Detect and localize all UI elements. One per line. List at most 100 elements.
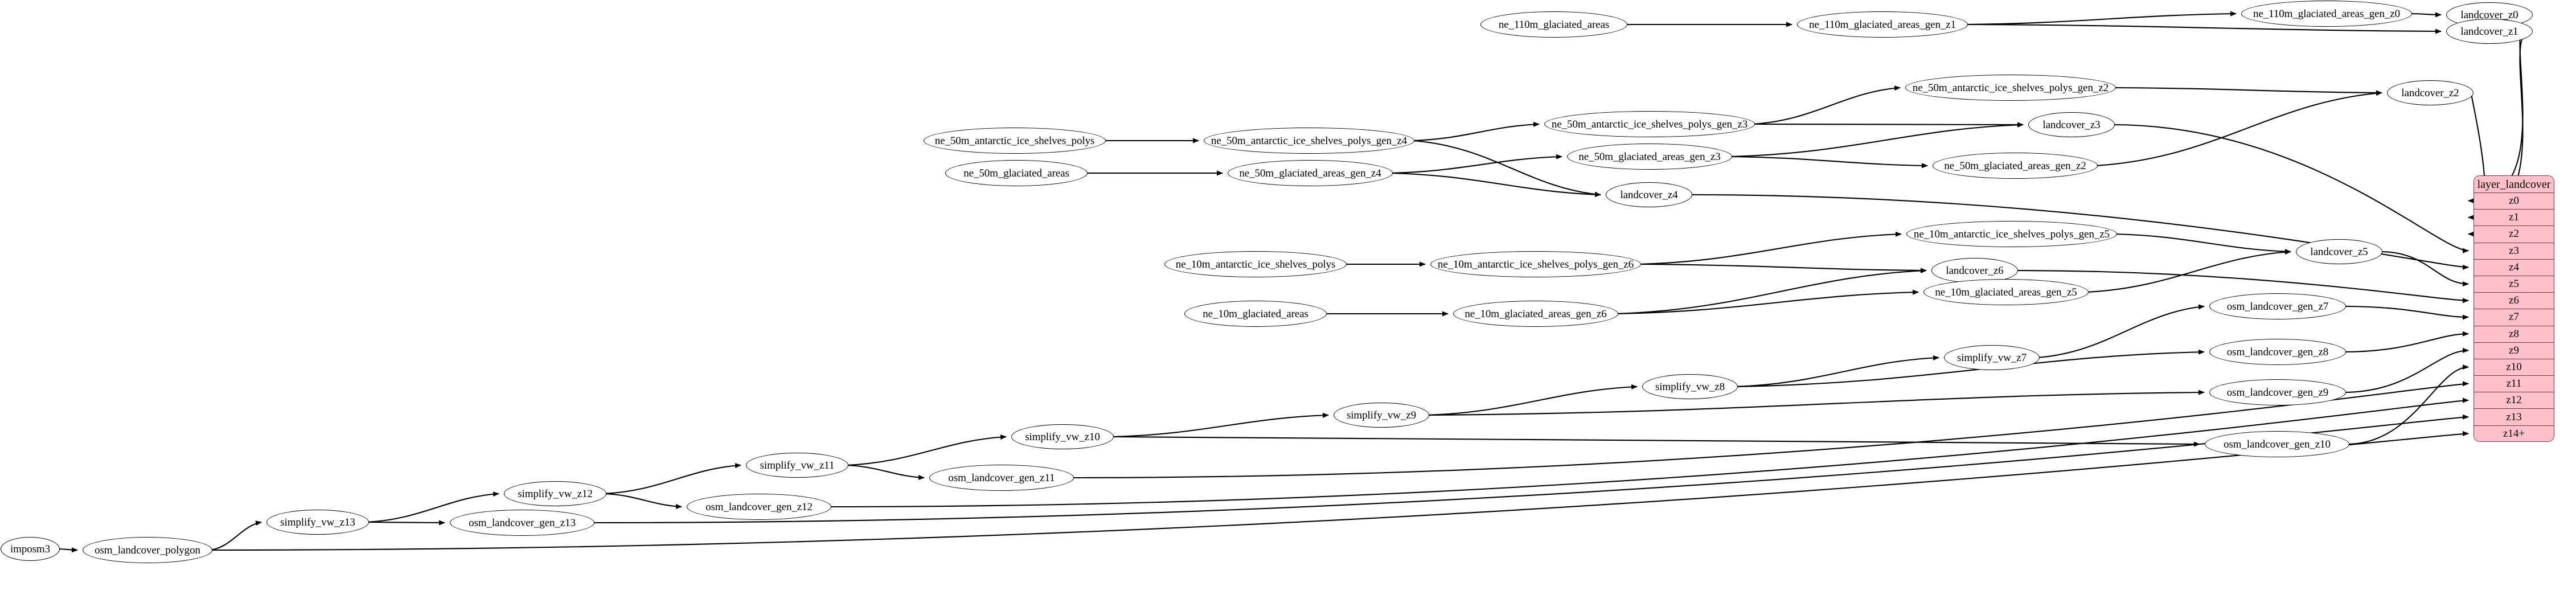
graph-node-label: simplify_vw_z7 [1956,351,2027,364]
graph-node-landcover_z3[interactable]: landcover_z3 [2028,112,2115,137]
graph-edge-ne_50m_glaciated_areas_gen_z3--to--ne_50m_glaciated_areas_gen_z2 [1729,155,1928,169]
graph-edge-simplify_vw_z8--to--simplify_vw_z7 [1735,355,1939,388]
graph-node-ne_10m_antarctic_ice_shelves_polys_gen_z5[interactable]: ne_10m_antarctic_ice_shelves_polys_gen_z… [1906,221,2117,247]
graph-node-label: simplify_vw_z13 [280,516,355,528]
legend-row-z6[interactable]: z6 [2474,293,2554,310]
graph-node-osm_landcover_gen_z9[interactable]: osm_landcover_gen_z9 [2209,379,2346,405]
graph-node-osm_landcover_polygon[interactable]: osm_landcover_polygon [83,537,212,563]
graph-node-osm_landcover_gen_z12[interactable]: osm_landcover_gen_z12 [687,494,831,520]
legend-row-z1[interactable]: z1 [2474,210,2554,227]
graph-edge-ne_110m_glaciated_areas_gen_z1--to--landcover_z1 [1965,23,2442,34]
graph-edge-ne_10m_glaciated_areas_gen_z5--to--landcover_z5 [2086,249,2291,293]
graph-node-simplify_vw_z12[interactable]: simplify_vw_z12 [504,481,606,506]
graph-node-label: ne_110m_glaciated_areas_gen_z0 [2253,7,2400,20]
graph-node-label: osm_landcover_gen_z12 [705,501,813,513]
graph-node-label: ne_10m_glaciated_areas_gen_z6 [1465,307,1607,320]
graph-node-ne_10m_glaciated_areas_gen_z5[interactable]: ne_10m_glaciated_areas_gen_z5 [1923,279,2089,305]
legend-row-z8[interactable]: z8 [2474,326,2554,343]
graph-node-label: landcover_z1 [2460,25,2518,38]
graph-node-ne_50m_antarctic_ice_shelves_polys_gen_z3[interactable]: ne_50m_antarctic_ice_shelves_polys_gen_z… [1544,111,1755,137]
graph-node-ne_110m_glaciated_areas[interactable]: ne_110m_glaciated_areas [1480,11,1627,38]
legend-row-z3[interactable]: z3 [2474,243,2554,260]
graph-node-ne_50m_antarctic_ice_shelves_polys_gen_z4[interactable]: ne_50m_antarctic_ice_shelves_polys_gen_z… [1204,128,1414,154]
graph-node-label: simplify_vw_z10 [1025,430,1100,443]
legend-row-z2[interactable]: z2 [2474,226,2554,243]
graph-node-landcover_z4[interactable]: landcover_z4 [1606,182,1692,207]
legend-row-z13[interactable]: z13 [2474,409,2554,426]
graph-edge-simplify_vw_z10--to--osm_landcover_gen_z10 [1111,436,2200,447]
graph-edge-ne_50m_antarctic_ice_shelves_polys_gen_z3--to--landcover_z3 [1752,122,2024,128]
legend-row-z9[interactable]: z9 [2474,342,2554,359]
graph-node-label: simplify_vw_z9 [1346,409,1417,421]
graph-node-label: landcover_z2 [2401,87,2459,99]
graph-node-label: landcover_z3 [2042,118,2101,131]
graph-edge-osm_landcover_gen_z8--to--layer_landcover.z8 [2343,331,2469,353]
graph-node-osm_landcover_gen_z13[interactable]: osm_landcover_gen_z13 [450,510,594,536]
graph-node-simplify_vw_z8[interactable]: simplify_vw_z8 [1642,374,1738,399]
graph-node-ne_50m_glaciated_areas[interactable]: ne_50m_glaciated_areas [945,160,1088,186]
graph-node-label: ne_10m_antarctic_ice_shelves_polys [1175,258,1336,270]
graph-node-simplify_vw_z10[interactable]: simplify_vw_z10 [1011,424,1114,449]
graph-edge-ne_10m_antarctic_ice_shelves_polys_gen_z6--to--ne_10m_antarctic_ice_shelves_polys_gen_z5 [1638,231,1902,265]
graph-node-osm_landcover_gen_z7[interactable]: osm_landcover_gen_z7 [2209,293,2346,319]
graph-node-landcover_z1[interactable]: landcover_z1 [2446,19,2533,44]
graph-node-ne_10m_glaciated_areas_gen_z6[interactable]: ne_10m_glaciated_areas_gen_z6 [1453,301,1618,327]
graph-node-ne_50m_glaciated_areas_gen_z2[interactable]: ne_50m_glaciated_areas_gen_z2 [1933,153,2098,179]
graph-node-ne_10m_antarctic_ice_shelves_polys[interactable]: ne_10m_antarctic_ice_shelves_polys [1164,251,1347,277]
graph-node-osm_landcover_gen_z11[interactable]: osm_landcover_gen_z11 [929,465,1074,491]
legend-row-z5[interactable]: z5 [2474,276,2554,293]
legend-row-z12[interactable]: z12 [2474,392,2554,409]
graph-edge-simplify_vw_z9--to--simplify_vw_z8 [1426,384,1638,416]
graph-node-label: ne_10m_glaciated_areas_gen_z5 [1935,286,2077,298]
legend-row-z7[interactable]: z7 [2474,309,2554,326]
graph-node-landcover_z5[interactable]: landcover_z5 [2296,239,2382,264]
graph-node-label: imposm3 [10,543,51,555]
legend-row-z10[interactable]: z10 [2474,359,2554,376]
graph-node-label: simplify_vw_z12 [518,487,593,500]
legend-row-z4[interactable]: z4 [2474,259,2554,276]
graph-edge-osm_landcover_polygon--to--simplify_vw_z13 [210,520,262,551]
graph-node-simplify_vw_z7[interactable]: simplify_vw_z7 [1944,345,2040,370]
graph-node-simplify_vw_z13[interactable]: simplify_vw_z13 [266,510,369,535]
graph-node-ne_10m_antarctic_ice_shelves_polys_gen_z6[interactable]: ne_10m_antarctic_ice_shelves_polys_gen_z… [1430,251,1641,277]
legend-header: layer_landcover [2474,176,2554,193]
graph-node-ne_50m_glaciated_areas_gen_z3[interactable]: ne_50m_glaciated_areas_gen_z3 [1567,143,1732,170]
graph-node-simplify_vw_z9[interactable]: simplify_vw_z9 [1334,403,1429,428]
graph-node-simplify_vw_z11[interactable]: simplify_vw_z11 [746,453,848,478]
legend-row-z14+[interactable]: z14+ [2474,425,2554,441]
graph-edge-landcover_z5--to--layer_landcover.z5 [2380,251,2469,287]
graph-edge-ne_50m_antarctic_ice_shelves_polys_gen_z4--to--landcover_z4 [1412,140,1601,197]
graph-edge-simplify_vw_z12--to--osm_landcover_gen_z12 [604,493,682,509]
graph-node-label: osm_landcover_gen_z9 [2226,386,2329,399]
graph-node-label: osm_landcover_gen_z8 [2226,346,2329,358]
graph-edge-osm_landcover_gen_z7--to--layer_landcover.z7 [2343,305,2469,320]
graph-node-label: landcover_z5 [2310,245,2368,258]
legend-row-z0[interactable]: z0 [2474,193,2554,210]
graph-node-label: ne_50m_antarctic_ice_shelves_polys_gen_z… [1912,81,2109,94]
graph-node-imposm3[interactable]: imposm3 [1,537,60,561]
graph-node-ne_50m_glaciated_areas_gen_z4[interactable]: ne_50m_glaciated_areas_gen_z4 [1228,160,1393,186]
graph-edge-ne_10m_antarctic_ice_shelves_polys_gen_z6--to--landcover_z6 [1638,263,1927,273]
graph-node-label: landcover_z6 [1946,264,2004,277]
legend-row-z11[interactable]: z11 [2474,376,2554,393]
graph-node-osm_landcover_gen_z10[interactable]: osm_landcover_gen_z10 [2205,431,2349,457]
graph-node-label: ne_10m_antarctic_ice_shelves_polys_gen_z… [1437,258,1634,270]
graph-node-ne_110m_glaciated_areas_gen_z0[interactable]: ne_110m_glaciated_areas_gen_z0 [2241,1,2412,27]
graph-edge-ne_50m_glaciated_areas_gen_z4--to--landcover_z4 [1390,172,1601,198]
graph-node-ne_50m_antarctic_ice_shelves_polys_gen_z2[interactable]: ne_50m_antarctic_ice_shelves_polys_gen_z… [1905,75,2116,101]
graph-edge-ne_110m_glaciated_areas_gen_z0--to--landcover_z0 [2409,12,2442,18]
graph-node-label: ne_50m_antarctic_ice_shelves_polys_gen_z… [1551,118,1748,130]
graph-node-label: ne_10m_antarctic_ice_shelves_polys_gen_z… [1913,228,2110,240]
graph-node-label: osm_landcover_gen_z13 [469,516,576,529]
graph-node-label: ne_50m_glaciated_areas_gen_z4 [1239,167,1381,179]
graph-node-ne_10m_glaciated_areas[interactable]: ne_10m_glaciated_areas [1184,301,1327,327]
graph-node-ne_110m_glaciated_areas_gen_z1[interactable]: ne_110m_glaciated_areas_gen_z1 [1797,11,1968,38]
graph-edge-simplify_vw_z9--to--osm_landcover_gen_z9 [1426,389,2205,416]
graph-node-osm_landcover_gen_z8[interactable]: osm_landcover_gen_z8 [2209,339,2346,365]
graph-node-ne_50m_antarctic_ice_shelves_polys[interactable]: ne_50m_antarctic_ice_shelves_polys [924,128,1106,154]
graph-edge-ne_50m_glaciated_areas_gen_z3--to--landcover_z3 [1729,122,2024,158]
graph-node-landcover_z2[interactable]: landcover_z2 [2387,80,2474,105]
